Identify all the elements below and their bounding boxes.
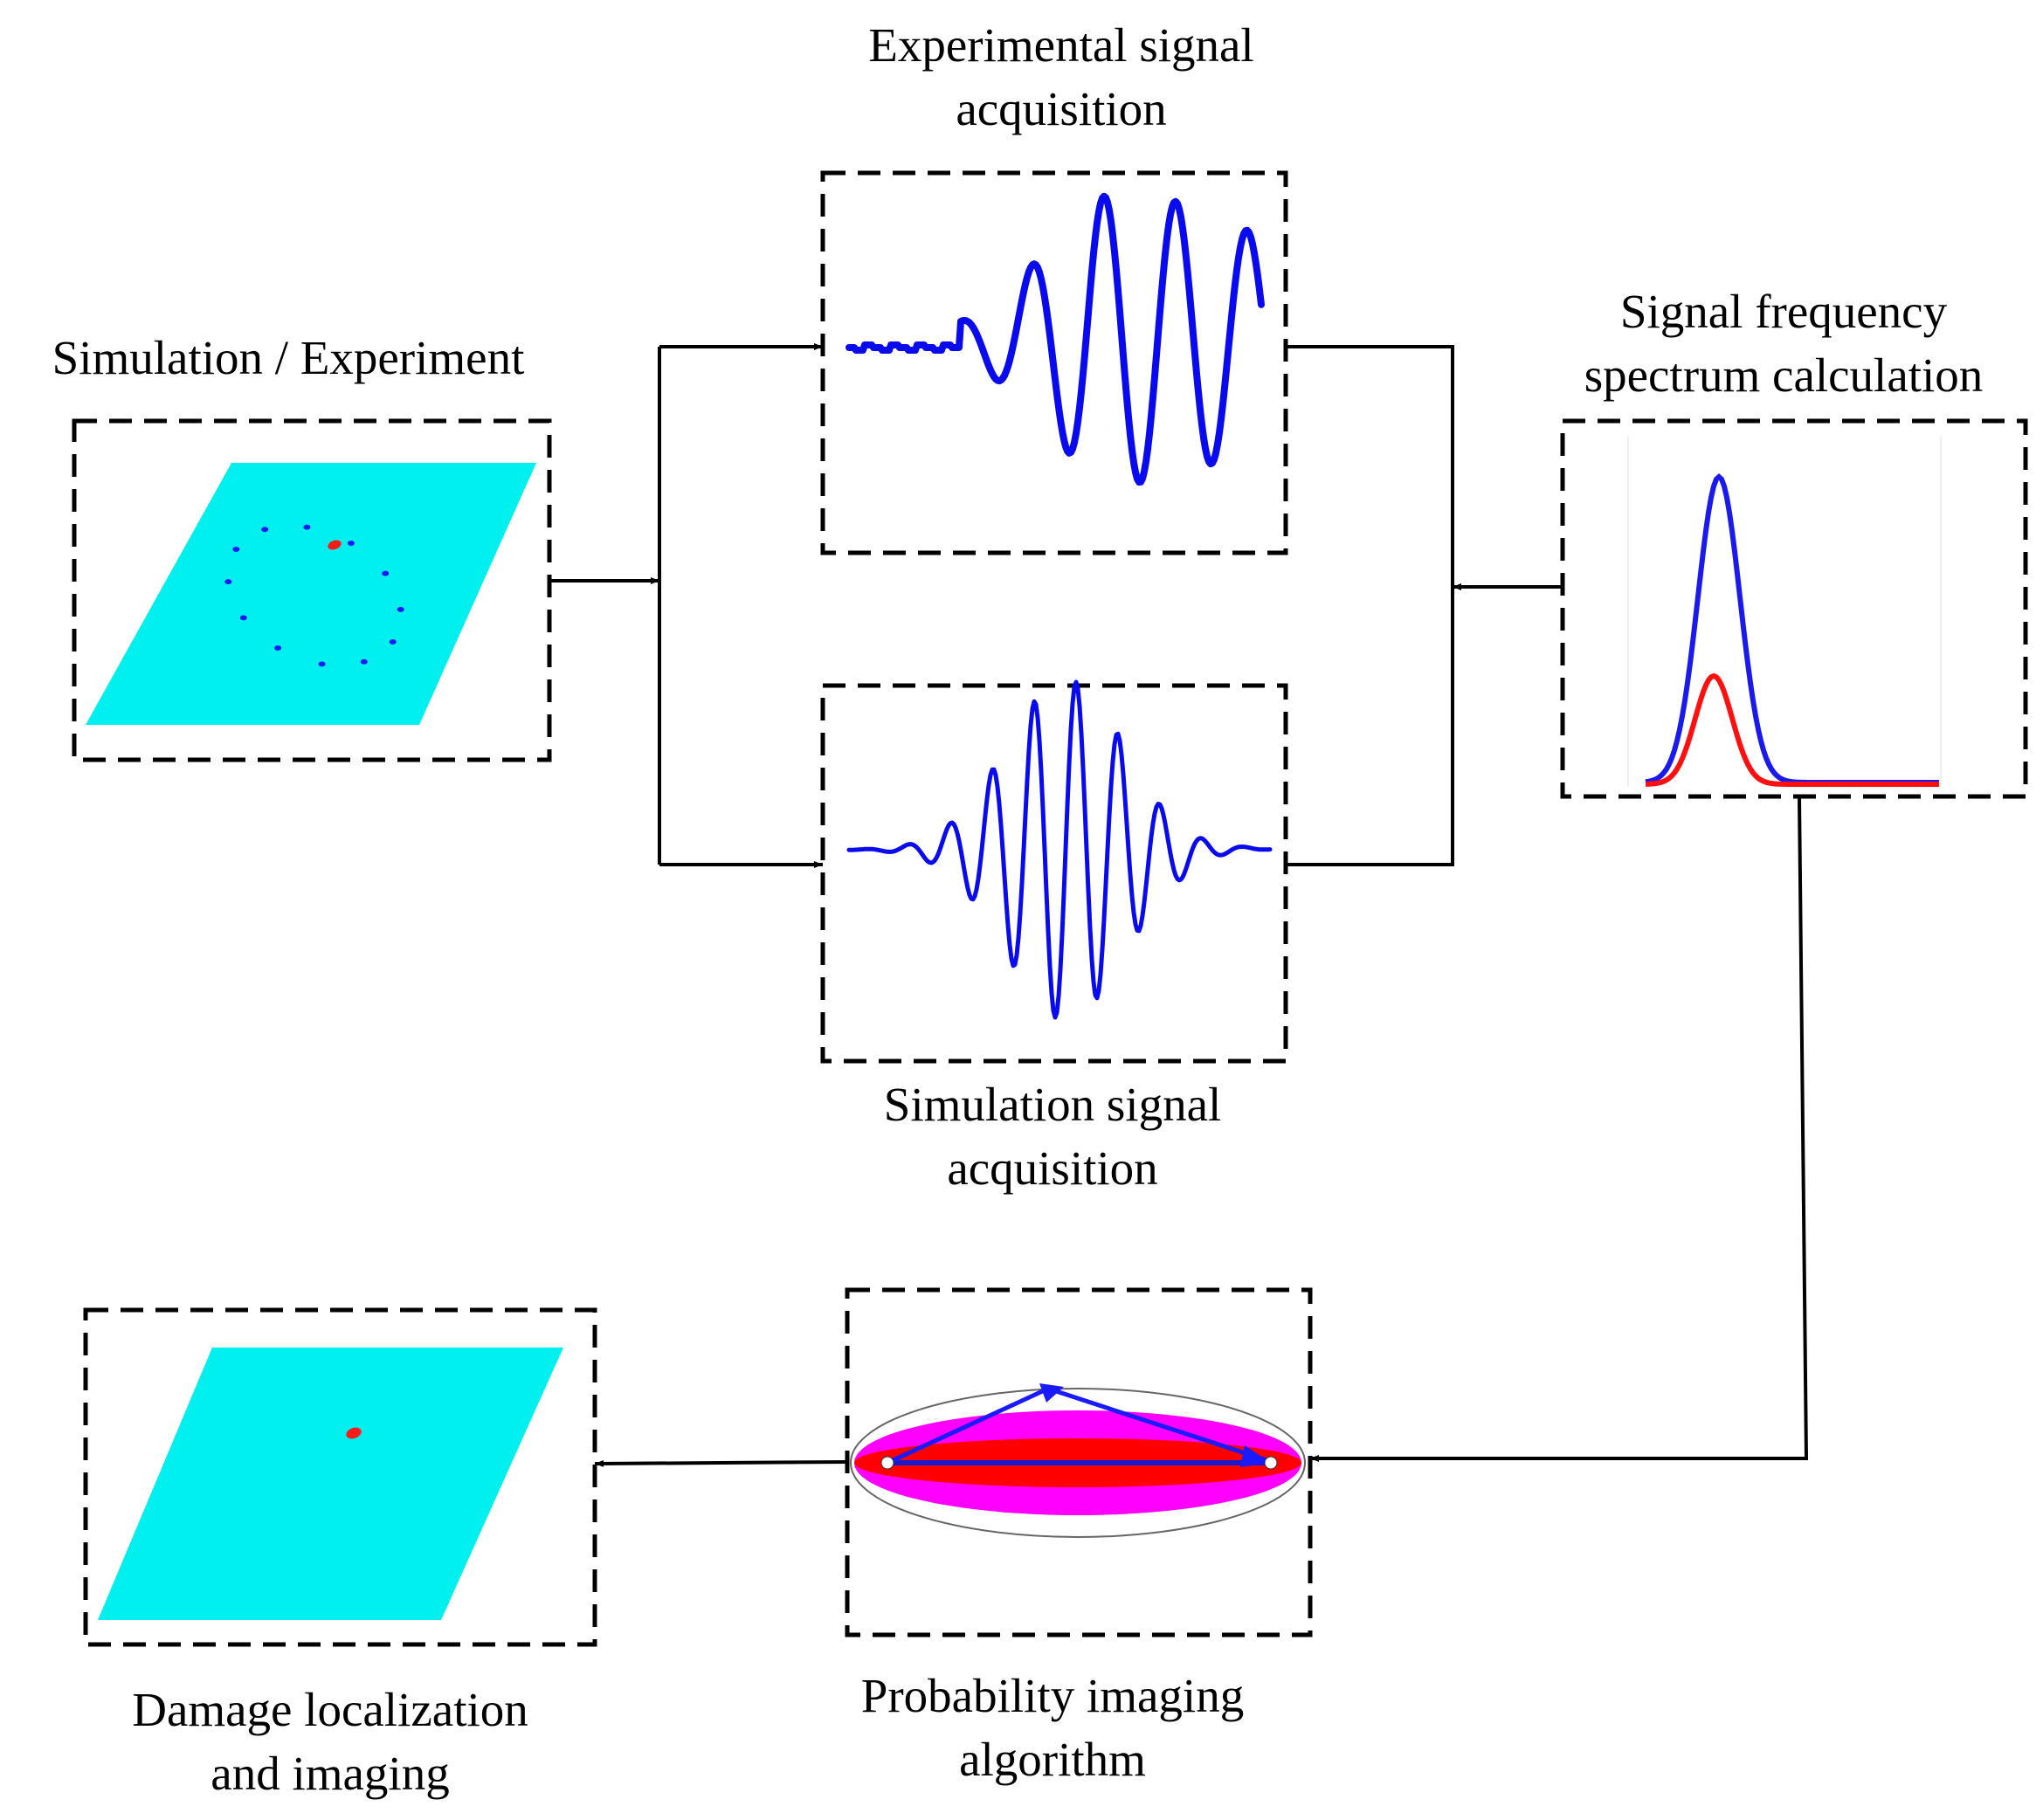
panel-experimental-signal (820, 170, 1288, 555)
arrow-spectrum-to-probability (1310, 796, 1809, 1462)
sensor-dot (274, 645, 282, 651)
arrow-probability-to-damage (594, 1459, 848, 1467)
sensor-dot (397, 606, 404, 612)
label-spectrum-line2: spectrum calculation (1584, 348, 1984, 402)
panel-simulation-experiment (72, 418, 552, 762)
label-probability-line1: Probability imaging (861, 1669, 1244, 1722)
damage-map-plate (98, 1348, 563, 1620)
label-damage-line1: Damage localization (132, 1683, 528, 1736)
panel-border (72, 418, 552, 762)
collector-line (1286, 345, 1454, 866)
transducer-actuator (880, 1456, 894, 1470)
panel-border (820, 170, 1288, 555)
label-simulation-signal-line1: Simulation signal (884, 1078, 1222, 1131)
sensor-dot (360, 658, 368, 665)
simulation-waveform (846, 679, 1273, 1020)
sensor-dot (232, 547, 240, 552)
sensor-ring (224, 524, 404, 667)
label-simulation-signal-line2: acquisition (947, 1141, 1157, 1195)
panel-probability-imaging (845, 1287, 1313, 1637)
located-damage-spot (346, 1427, 362, 1439)
panel-border (1560, 418, 2028, 799)
sensor-dot (239, 615, 247, 621)
spectrum-curve-red (1645, 672, 1939, 787)
panel-spectrum (1560, 418, 2028, 799)
scatter-arrowhead-2 (1240, 1445, 1271, 1467)
panel-border (820, 683, 1288, 1064)
sensor-dot (261, 527, 269, 533)
panel-simulation-signal (820, 679, 1288, 1064)
label-probability-line2: algorithm (959, 1733, 1146, 1786)
panel-damage-localization (83, 1307, 597, 1647)
connectors (549, 343, 1809, 1467)
scatter-arrowhead-1 (1039, 1383, 1064, 1403)
label-damage-line2: and imaging (211, 1747, 449, 1800)
sensor-dot (224, 579, 232, 585)
transducer-sensor (1264, 1456, 1278, 1470)
sensor-dot (318, 661, 326, 667)
plate-with-sensors (86, 463, 536, 725)
label-simulation-experiment: Simulation / Experiment (52, 331, 525, 384)
label-spectrum-line1: Signal frequency (1620, 285, 1948, 338)
sensor-dot (347, 541, 355, 546)
experimental-waveform (845, 192, 1265, 486)
sensor-dot (389, 639, 397, 645)
damage-spot (328, 540, 342, 550)
sensor-dot (382, 570, 390, 576)
label-experimental-signal-line2: acquisition (956, 82, 1166, 135)
panel-border (83, 1307, 597, 1647)
sensor-dot (303, 524, 311, 530)
label-experimental-signal-line1: Experimental signal (868, 18, 1253, 72)
